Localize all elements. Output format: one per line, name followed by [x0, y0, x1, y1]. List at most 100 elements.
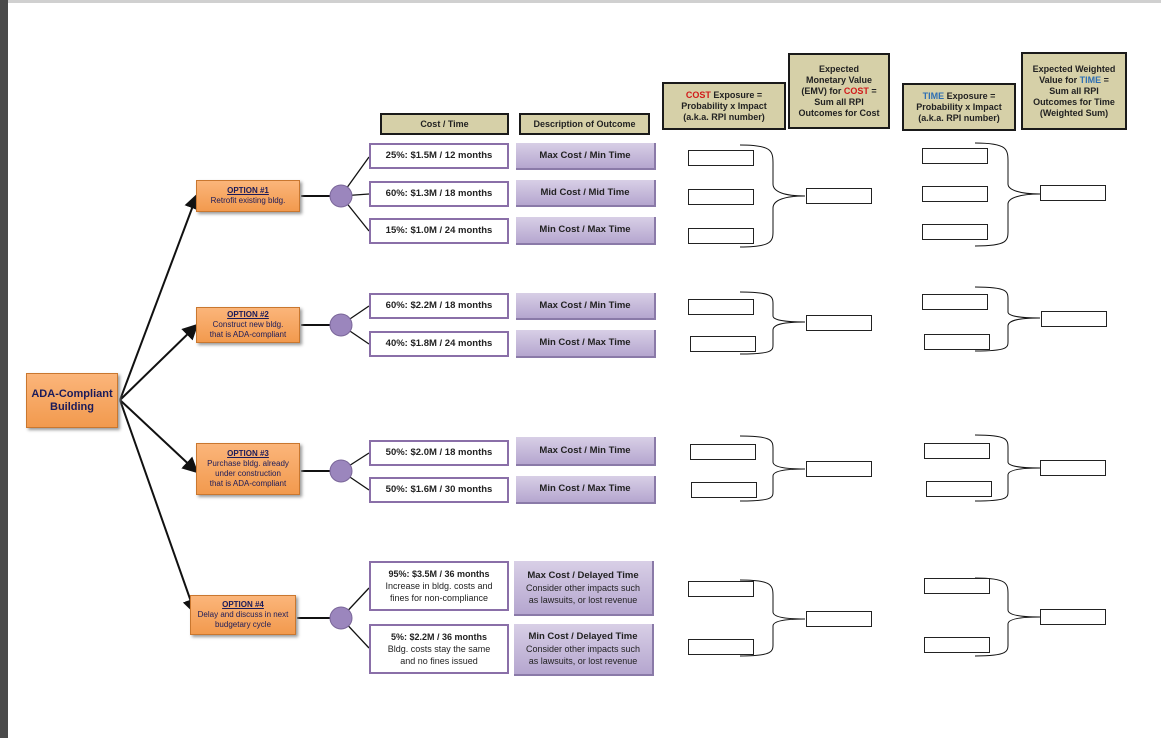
header-time-exposure: TIME Exposure = Probability x Impact (a.… — [902, 83, 1016, 131]
outcome-4b-cost: 5%: $2.2M / 36 months Bldg. costs stay t… — [369, 624, 509, 674]
cost-exposure-field-3b[interactable] — [691, 482, 757, 498]
header-emv-line2: Monetary Value — [805, 74, 873, 85]
cost-exposure-field-4a[interactable] — [688, 581, 754, 597]
outcome-4b-cost-sub: Bldg. costs stay the same — [387, 644, 491, 654]
time-keyword: TIME — [922, 90, 945, 101]
chance-node-2 — [329, 313, 353, 337]
header-ewv-line1: Expected Weighted — [1032, 63, 1116, 74]
header-cost-time: Cost / Time — [380, 113, 509, 135]
cost-exposure-field-1a[interactable] — [688, 150, 754, 166]
outcome-1a-cost: 25%: $1.5M / 12 months — [369, 143, 509, 169]
arrow-root-option-3 — [119, 399, 199, 474]
outcome-3a-cost: 50%: $2.0M / 18 months — [369, 440, 509, 466]
outcome-3a-desc: Max Cost / Min Time — [516, 437, 656, 466]
ewv-time-field-1[interactable] — [1040, 185, 1106, 201]
chance-node-3 — [329, 459, 353, 483]
cost-exposure-field-2b[interactable] — [690, 336, 756, 352]
header-emv-line1: Expected — [818, 63, 860, 74]
header-ewv-line2: Value for TIME = — [1039, 75, 1109, 86]
outcome-1c-cost-text: 15%: $1.0M / 24 months — [385, 225, 493, 236]
outcome-4a-desc: Max Cost / Delayed Time Consider other i… — [514, 561, 654, 616]
ewv-time-field-3[interactable] — [1040, 460, 1106, 476]
outcome-3a-desc-text: Max Cost / Min Time — [539, 444, 631, 456]
ewv-time-keyword: TIME — [1079, 74, 1102, 85]
outcome-4b-desc-text: Min Cost / Delayed Time — [528, 631, 638, 642]
cost-exposure-field-1b[interactable] — [688, 189, 754, 205]
emv-cost-field-1[interactable] — [806, 188, 872, 204]
root-line2: Building — [50, 400, 94, 413]
time-exposure-field-4a[interactable] — [924, 578, 990, 594]
option-2-line: Construct new bldg. — [212, 320, 284, 329]
outcome-2a-desc-text: Max Cost / Min Time — [539, 299, 631, 311]
outcome-2b-cost: 40%: $1.8M / 24 months — [369, 331, 509, 357]
header-cost-exposure-line3: (a.k.a. RPI number) — [683, 111, 765, 122]
header-description: Description of Outcome — [519, 113, 650, 135]
outcome-1b-desc: Mid Cost / Mid Time — [516, 180, 656, 207]
emv-cost-field-4[interactable] — [806, 611, 872, 627]
option-2-title: OPTION #2 — [227, 310, 269, 319]
ewv-time-field-4[interactable] — [1040, 609, 1106, 625]
outcome-4a-desc-sub: as lawsuits, or lost revenue — [528, 594, 638, 605]
header-emv-line5: Outcomes for Cost — [798, 107, 880, 118]
time-exposure-field-2b[interactable] — [924, 334, 990, 350]
outcome-4a-desc-sub: Consider other impacts such — [525, 582, 641, 593]
emv-cost-field-3[interactable] — [806, 461, 872, 477]
outcome-4b-cost-sub: and no fines issued — [400, 656, 478, 666]
time-exposure-field-1c[interactable] — [922, 224, 988, 240]
cost-exposure-field-1c[interactable] — [688, 228, 754, 244]
time-exposure-rest: Exposure = — [944, 90, 996, 101]
outcome-2a-cost-text: 60%: $2.2M / 18 months — [385, 300, 493, 311]
cost-exposure-field-3a[interactable] — [690, 444, 756, 460]
outcome-2b-desc-text: Min Cost / Max Time — [539, 337, 631, 348]
header-time-exposure-line2: Probability x Impact — [916, 101, 1002, 112]
time-exposure-field-1b[interactable] — [922, 186, 988, 202]
option-2-node: OPTION #2 Construct new bldg. that is AD… — [196, 307, 300, 343]
header-time-exposure-line1: TIME Exposure = — [923, 91, 996, 102]
ewv-line2b: = — [1101, 74, 1109, 85]
outcome-1b-desc-text: Mid Cost / Mid Time — [540, 186, 630, 198]
outcome-1c-desc-text: Min Cost / Max Time — [539, 224, 631, 235]
ewv-time-field-2[interactable] — [1041, 311, 1107, 327]
arrow-root-option-1 — [119, 193, 200, 401]
cost-exposure-rest: Exposure = — [710, 89, 763, 100]
brace-cost-1 — [739, 144, 806, 248]
option-3-line: under construction — [215, 469, 281, 478]
brace-cost-2 — [739, 291, 806, 355]
outcome-2b-cost-text: 40%: $1.8M / 24 months — [385, 338, 493, 349]
time-exposure-field-4b[interactable] — [924, 637, 990, 653]
outcome-3b-desc: Min Cost / Max Time — [516, 476, 656, 504]
option-3-line: that is ADA-compliant — [209, 479, 287, 488]
time-exposure-field-1a[interactable] — [922, 148, 988, 164]
option-3-title: OPTION #3 — [227, 449, 269, 458]
option-2-line: that is ADA-compliant — [209, 330, 287, 339]
outcome-1b-cost: 60%: $1.3M / 18 months — [369, 181, 509, 207]
arrow-root-option-4 — [119, 399, 198, 615]
root-line1: ADA-Compliant — [31, 387, 113, 400]
header-time-exposure-line3: (a.k.a. RPI number) — [918, 112, 1000, 123]
time-exposure-field-2a[interactable] — [922, 294, 988, 310]
outcome-4b-cost-text: 5%: $2.2M / 36 months — [390, 632, 488, 642]
header-cost-time-label: Cost / Time — [420, 118, 469, 129]
header-ewv-line5: (Weighted Sum) — [1039, 107, 1109, 118]
outcome-1a-desc: Max Cost / Min Time — [516, 143, 656, 170]
cost-exposure-field-2a[interactable] — [688, 299, 754, 315]
brace-cost-3 — [739, 435, 806, 502]
header-emv-line4: Sum all RPI — [814, 96, 864, 107]
cost-exposure-field-4b[interactable] — [688, 639, 754, 655]
time-exposure-field-3b[interactable] — [926, 481, 992, 497]
outcome-2b-desc: Min Cost / Max Time — [516, 330, 656, 358]
outcome-3a-cost-text: 50%: $2.0M / 18 months — [385, 447, 493, 458]
option-1-node: OPTION #1 Retrofit existing bldg. — [196, 180, 300, 212]
option-1-line: Retrofit existing bldg. — [210, 196, 286, 205]
brace-time-2 — [974, 286, 1041, 352]
outcome-1c-cost: 15%: $1.0M / 24 months — [369, 218, 509, 244]
outcome-1a-cost-text: 25%: $1.5M / 12 months — [385, 150, 493, 161]
outcome-1a-desc-text: Max Cost / Min Time — [539, 149, 631, 161]
outcome-2a-desc: Max Cost / Min Time — [516, 293, 656, 320]
chance-node-4 — [329, 606, 353, 630]
outcome-4a-cost-text: 95%: $3.5M / 36 months — [388, 569, 490, 579]
outcome-4a-cost-sub: Increase in bldg. costs and — [385, 581, 493, 591]
emv-cost-field-2[interactable] — [806, 315, 872, 331]
time-exposure-field-3a[interactable] — [924, 443, 990, 459]
